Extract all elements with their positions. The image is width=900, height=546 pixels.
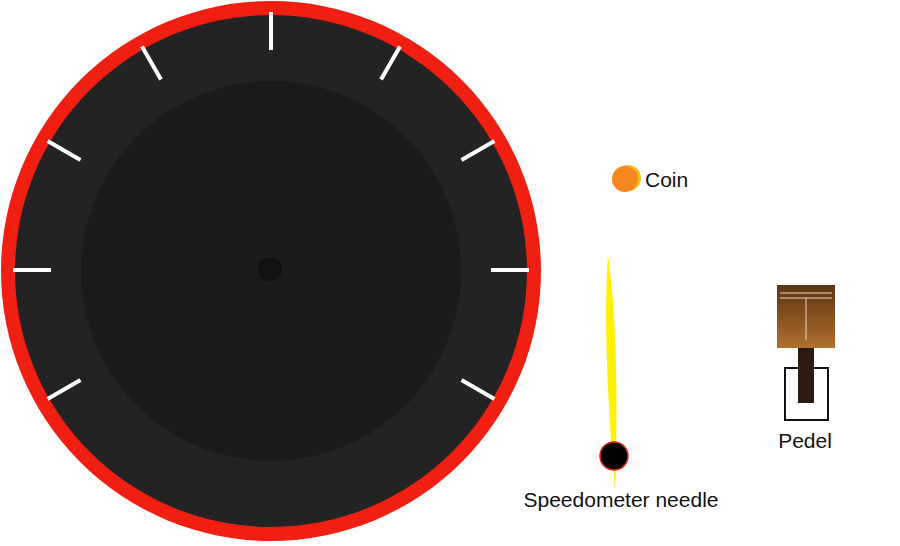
part-label: Speedometer needle: [524, 488, 719, 511]
pedal-symbol: [777, 285, 835, 420]
needle-symbol: [600, 255, 628, 490]
dial-tick: [491, 268, 529, 272]
dial-tick: [381, 47, 400, 80]
dial-ticks: [13, 12, 529, 399]
dial-tick: [269, 12, 273, 50]
coin-symbol: [612, 165, 641, 192]
dial-tick: [462, 380, 495, 399]
dial-tick: [48, 141, 81, 160]
dial-tick: [462, 141, 495, 160]
dial-tick: [13, 268, 51, 272]
part-label: Pedel: [778, 429, 832, 452]
part-label: Coin: [645, 168, 688, 191]
speedometer-dial: [1, 1, 541, 541]
dial-tick: [142, 47, 161, 80]
dial-tick: [48, 380, 81, 399]
